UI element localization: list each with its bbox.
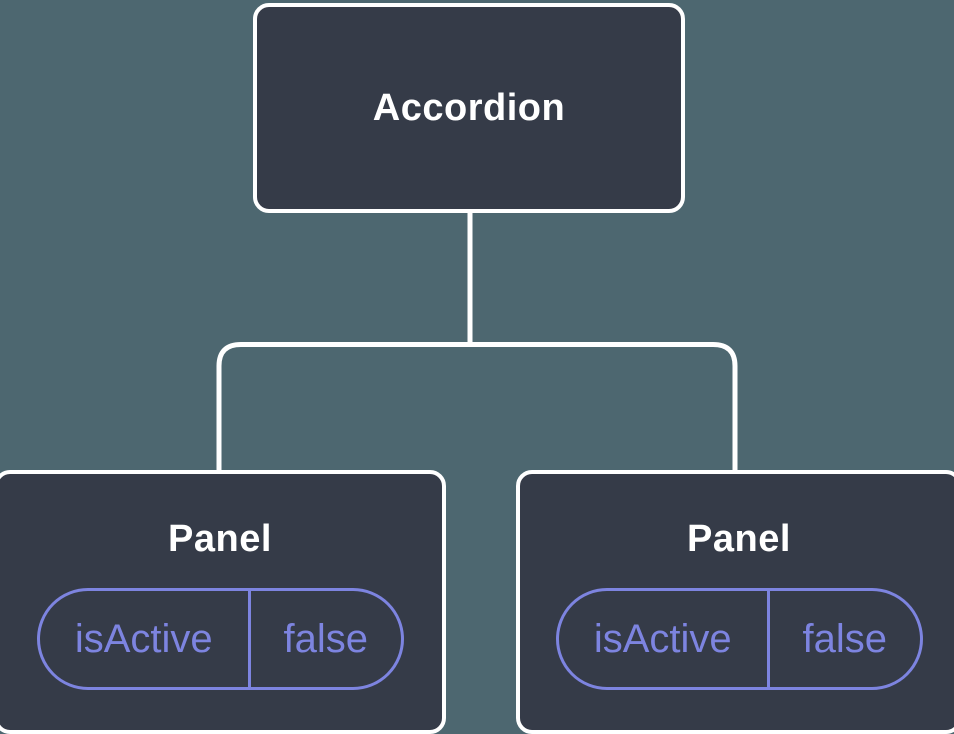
node-panel-left: Panel isActive false — [0, 470, 446, 734]
node-panel-right-label: Panel — [687, 518, 791, 560]
state-value: false — [802, 616, 888, 661]
node-accordion-label: Accordion — [372, 87, 566, 129]
state-key: isActive — [40, 591, 252, 687]
state-pill-left: isActive false — [36, 588, 404, 690]
state-pill-right: isActive false — [555, 588, 923, 690]
node-panel-left-label: Panel — [168, 518, 272, 560]
state-key: isActive — [559, 591, 771, 687]
state-value: false — [283, 616, 369, 661]
connector-branch — [216, 342, 738, 472]
node-panel-right: Panel isActive false — [516, 470, 954, 734]
node-accordion: Accordion — [253, 3, 685, 213]
